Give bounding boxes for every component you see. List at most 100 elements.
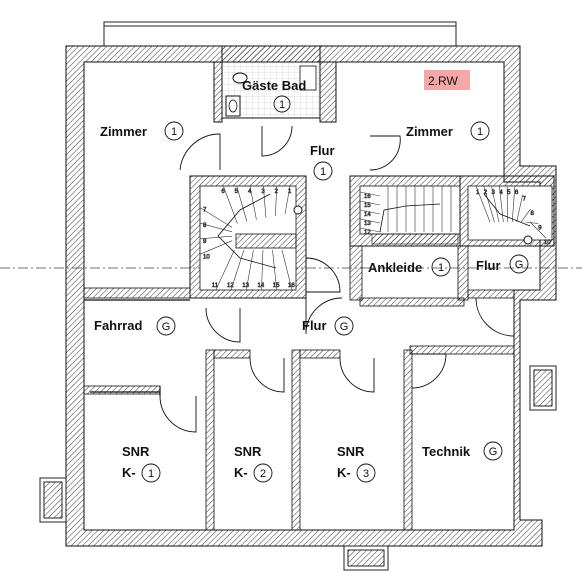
room-name: Technik bbox=[422, 444, 471, 459]
stair-step bbox=[359, 209, 381, 215]
label-flur-right: Flur G bbox=[476, 254, 529, 274]
room-prefix: K- bbox=[337, 465, 351, 480]
stair-step bbox=[525, 221, 539, 224]
stair-step bbox=[520, 208, 531, 223]
label-flur-main: Flur G bbox=[302, 316, 354, 336]
stair-step-number: 14 bbox=[258, 283, 265, 289]
stair-step bbox=[516, 194, 523, 223]
stair-step-number: 6 bbox=[515, 190, 519, 196]
label-zimmer-right: Zimmer 1 bbox=[406, 121, 490, 141]
room-num: G bbox=[340, 321, 349, 333]
stair-step bbox=[199, 222, 233, 233]
stair-step-number: 3 bbox=[261, 189, 265, 195]
level-tag-text: 2.RW bbox=[428, 74, 458, 88]
stair-step-number: 9 bbox=[538, 226, 542, 232]
room-num: 1 bbox=[477, 126, 483, 138]
stair-step bbox=[284, 185, 291, 215]
stair-step-number: 15 bbox=[364, 203, 371, 209]
room-num: G bbox=[489, 446, 498, 458]
room-num: 1 bbox=[279, 99, 285, 111]
room-num: G bbox=[162, 321, 171, 333]
stair-step-number: 10 bbox=[203, 254, 210, 260]
stair-step-number: 1 bbox=[288, 189, 292, 195]
side-niches bbox=[39, 365, 557, 571]
stair-step-number: 6 bbox=[221, 189, 225, 195]
label-snr3: SNR K- 3 bbox=[337, 444, 376, 483]
stair-step bbox=[199, 240, 233, 255]
stair-step-number: 7 bbox=[523, 197, 527, 203]
room-name: SNR bbox=[234, 444, 262, 459]
room-num: G bbox=[515, 259, 524, 271]
stair-step bbox=[529, 221, 547, 239]
room-name: SNR bbox=[122, 444, 150, 459]
room-name: Ankleide bbox=[368, 260, 422, 275]
room-name: Flur bbox=[310, 143, 335, 158]
stair-step bbox=[281, 249, 293, 291]
room-name: Fahrrad bbox=[94, 318, 142, 333]
stair-step-number: 1 bbox=[476, 190, 480, 196]
room-num: 1 bbox=[171, 126, 177, 138]
stair-step bbox=[359, 200, 381, 206]
stair-step-number: 16 bbox=[288, 283, 295, 289]
stair-step bbox=[199, 207, 233, 228]
stair-step bbox=[359, 218, 381, 224]
bathroom bbox=[213, 45, 337, 123]
room-name: Flur bbox=[476, 258, 501, 273]
room-num: 3 bbox=[363, 468, 369, 480]
stair-step-number: 9 bbox=[203, 239, 207, 245]
stair-step-number: 15 bbox=[273, 283, 280, 289]
room-num: 1 bbox=[148, 468, 154, 480]
stair-step bbox=[359, 191, 381, 197]
stair-step-number: 7 bbox=[203, 208, 207, 214]
room-prefix: K- bbox=[122, 465, 136, 480]
stair-step bbox=[272, 249, 278, 291]
room-name: SNR bbox=[337, 444, 365, 459]
stair-step-number: 8 bbox=[530, 211, 534, 217]
stair-step bbox=[475, 185, 491, 223]
stair-step bbox=[215, 249, 235, 291]
stair-step bbox=[506, 185, 509, 223]
stair-step-number: 16 bbox=[364, 194, 371, 200]
stair-step bbox=[245, 249, 254, 291]
stair-step bbox=[275, 185, 277, 216]
room-prefix: K- bbox=[234, 465, 248, 480]
stair-step-number: 11 bbox=[212, 283, 219, 289]
interior-thin-walls bbox=[84, 299, 190, 396]
interior-walls bbox=[83, 287, 515, 531]
label-technik: Technik G bbox=[422, 441, 503, 461]
stair-step bbox=[230, 249, 245, 291]
stair-step bbox=[236, 185, 248, 222]
label-fahrrad: Fahrrad G bbox=[94, 316, 176, 336]
stair-step-number: 12 bbox=[227, 283, 234, 289]
stair-step-number: 2 bbox=[484, 190, 488, 196]
stair-step bbox=[359, 227, 381, 233]
label-snr1: SNR K- 1 bbox=[122, 444, 161, 483]
stair-step-number: 3 bbox=[492, 190, 496, 196]
label-flur-top: Flur 1 bbox=[310, 143, 335, 181]
outer-walls bbox=[65, 45, 557, 547]
stair-step bbox=[483, 185, 495, 223]
stair-step bbox=[499, 185, 504, 223]
stair-step-number: 5 bbox=[507, 190, 511, 196]
level-tag: 2.RW bbox=[424, 70, 470, 90]
room-num: 2 bbox=[260, 468, 266, 480]
stair-step bbox=[511, 185, 516, 223]
room-num: 1 bbox=[320, 166, 326, 178]
stair-step-number: 8 bbox=[203, 223, 207, 229]
stair-step bbox=[199, 235, 233, 240]
stair-step-number: 13 bbox=[242, 283, 249, 289]
room-name: Flur bbox=[302, 318, 327, 333]
stair-step-number: 10 bbox=[544, 240, 551, 246]
stair-step-number: 2 bbox=[275, 189, 279, 195]
stair-step-number: 4 bbox=[499, 190, 503, 196]
room-name: Gäste Bad bbox=[242, 78, 306, 93]
label-snr2: SNR K- 2 bbox=[234, 444, 273, 483]
stair-step bbox=[261, 249, 264, 291]
label-ankleide: Ankleide 1 bbox=[368, 257, 451, 277]
doors bbox=[159, 125, 515, 433]
room-name: Zimmer bbox=[406, 124, 453, 139]
